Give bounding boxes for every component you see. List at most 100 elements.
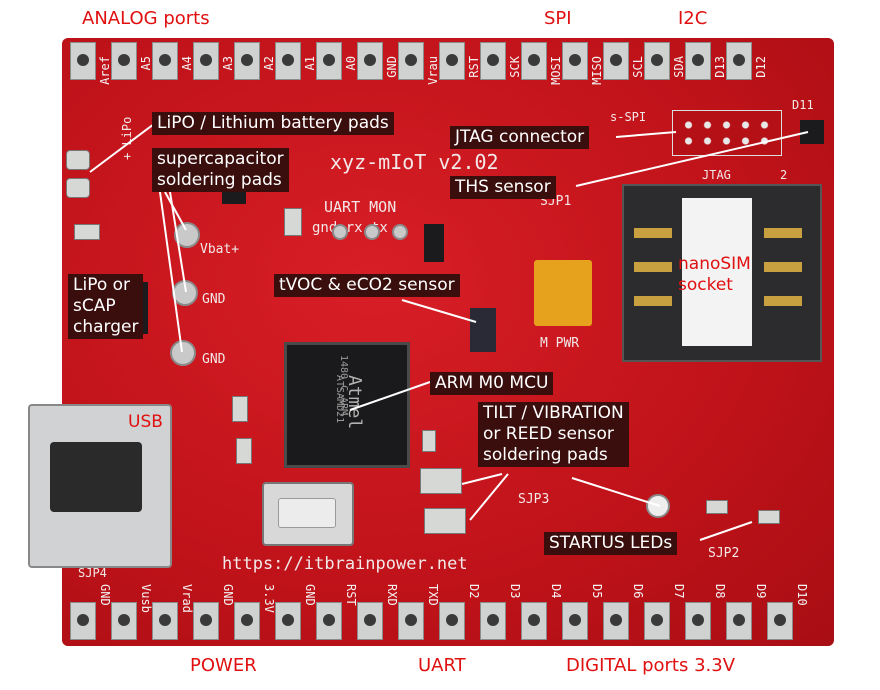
reset-button-cap[interactable] (278, 498, 336, 528)
tilt-pad-2 (424, 508, 466, 534)
tvoc-sensor (470, 308, 496, 352)
uart-pad-rx (364, 224, 380, 240)
silk-s-spi: s-SPI (610, 110, 647, 124)
bottom-pin-label: D7 (672, 584, 686, 599)
jtag-header (672, 110, 782, 156)
bottom-pin-label: RXD (385, 584, 399, 606)
usb-connector (28, 404, 172, 568)
bottom-pin-label: Vusb (139, 584, 153, 613)
status-led-1 (706, 500, 728, 514)
line-leds (699, 521, 753, 541)
bottom-pin-label: Vrad (180, 584, 194, 613)
silk-gnd-1: GND (202, 292, 226, 307)
line-tilt-1 (461, 473, 503, 485)
silk-board-name: xyz-mIoT v2.02 (330, 150, 499, 174)
bottom-pin-label: D9 (754, 584, 768, 599)
reset-button[interactable] (262, 482, 354, 546)
lipo-pad-2 (66, 178, 90, 198)
bottom-pin-label: D5 (590, 584, 604, 599)
silk-uart-mon: UART MON (324, 198, 397, 216)
bottom-pin (193, 602, 219, 640)
bottom-pin (439, 602, 465, 640)
component-cap-3 (232, 396, 248, 422)
bottom-pin-label: GND (303, 584, 317, 606)
line-tilt-3 (571, 477, 661, 507)
top-pin (726, 42, 752, 80)
top-pin (603, 42, 629, 80)
callout-nanosim: nanoSIM socket (678, 254, 751, 295)
silk-jtag: JTAG (702, 168, 731, 182)
top-pin (111, 42, 137, 80)
callout-tilt: TILT / VIBRATION or REED sensor solderin… (478, 402, 629, 467)
silk-sjp4: SJP4 (78, 566, 107, 580)
top-pin (234, 42, 260, 80)
bottom-pin (644, 602, 670, 640)
bottom-pin (685, 602, 711, 640)
bottom-pin (234, 602, 260, 640)
component-transistor (424, 224, 444, 262)
silk-gnd-2: GND (202, 352, 226, 367)
silk-url: https://itbrainpower.net (222, 554, 468, 574)
bottom-pin (70, 602, 96, 640)
silk-d11: D11 (792, 98, 814, 112)
silk-sjp2: SJP2 (708, 546, 740, 561)
silk-m-pwr: M PWR (540, 336, 580, 351)
bottom-pin (726, 602, 752, 640)
callout-supercap: supercapacitor soldering pads (152, 148, 289, 192)
status-led-2 (758, 510, 780, 524)
top-pin (562, 42, 588, 80)
top-pin (357, 42, 383, 80)
top-pin (70, 42, 96, 80)
bottom-pin-label: D3 (508, 584, 522, 599)
component-cap-1 (284, 208, 302, 236)
top-pin (193, 42, 219, 80)
tantalum-capacitor (534, 260, 592, 326)
line-ths (575, 131, 809, 187)
top-pin (439, 42, 465, 80)
sim-contacts-right (764, 216, 802, 326)
bottom-pin (357, 602, 383, 640)
line-tvoc (401, 299, 477, 323)
bottom-pin (562, 602, 588, 640)
bottom-pin-label: D4 (549, 584, 563, 599)
callout-ths: THS sensor (450, 176, 556, 199)
label-digital-ports: DIGITAL ports 3.3V (566, 655, 736, 676)
label-analog-ports: ANALOG ports (82, 8, 210, 29)
top-pin (398, 42, 424, 80)
line-jtag (615, 131, 677, 138)
sim-contacts-left (634, 216, 672, 326)
bottom-pin-label: RST (344, 584, 358, 606)
silk-vbat: Vbat+ (200, 242, 240, 257)
line-supercap-1 (164, 191, 187, 231)
sim-tray (682, 198, 752, 346)
callout-tvoc: tVOC & eCO2 sensor (274, 274, 460, 297)
bottom-pin (275, 602, 301, 640)
bottom-pin-label: D2 (467, 584, 481, 599)
lipo-pad-1 (66, 150, 90, 170)
uart-pad-gnd (332, 224, 348, 240)
uart-pad-tx (392, 224, 408, 240)
bottom-pin (152, 602, 178, 640)
top-pin (480, 42, 506, 80)
mcu-chip: 1480 C ARM Atmel ATSAMD21 (284, 342, 410, 468)
bottom-pin-label: GND (221, 584, 235, 606)
component-cap-4 (236, 438, 252, 464)
bottom-pin-label: D8 (713, 584, 727, 599)
bottom-pin-label: TXD (426, 584, 440, 606)
nanosim-socket (622, 184, 822, 362)
line-lipo (89, 123, 155, 173)
usb-port-opening (50, 442, 142, 512)
top-pin (275, 42, 301, 80)
callout-jtag: JTAG connector (450, 126, 590, 149)
bottom-pin-label: D10 (795, 584, 809, 606)
callout-usb: USB (128, 412, 163, 432)
callout-lipo-pads: LiPO / Lithium battery pads (152, 112, 394, 135)
label-power: POWER (190, 655, 257, 676)
bottom-pin (316, 602, 342, 640)
silk-two: 2 (780, 168, 788, 182)
top-pin (521, 42, 547, 80)
label-spi: SPI (544, 8, 572, 29)
callout-mcu: ARM M0 MCU (430, 372, 554, 395)
